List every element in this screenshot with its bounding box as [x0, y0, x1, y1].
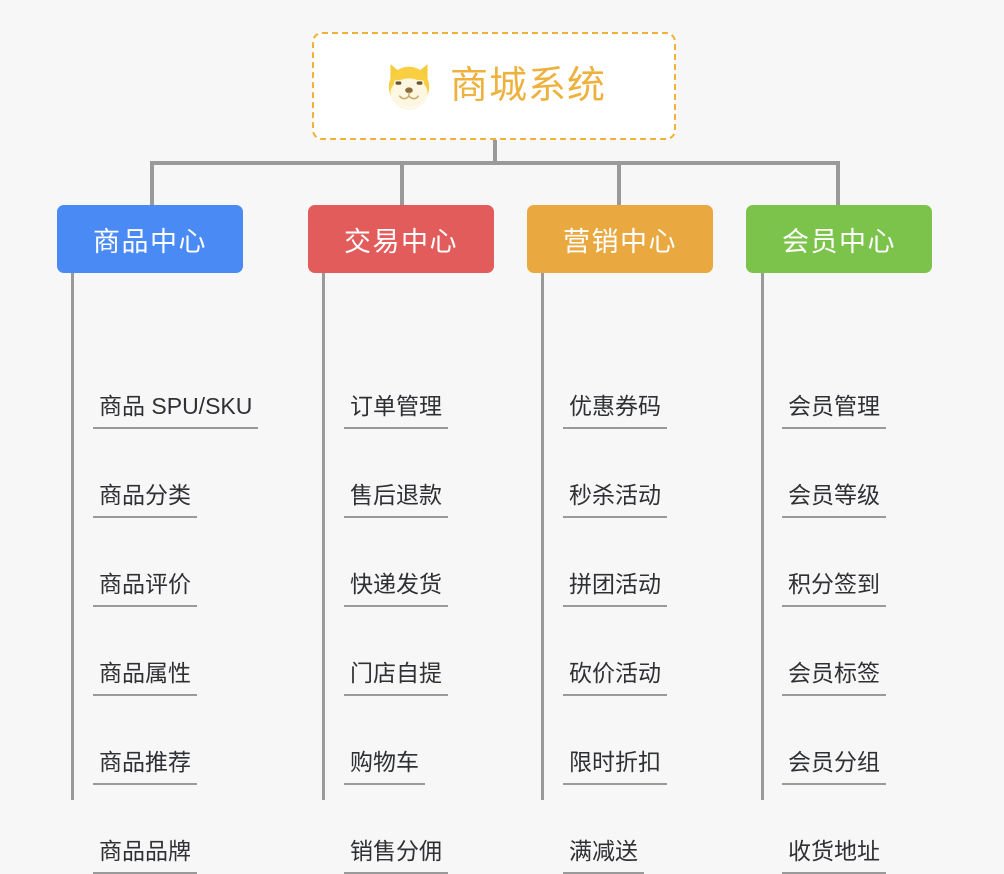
category-column-trade-center: 交易中心订单管理售后退款快递发货门店自提购物车销售分佣: [308, 205, 494, 874]
leaf-item-label: 会员等级: [782, 478, 886, 518]
horizontal-bus-connector: [150, 161, 840, 165]
leaf-spine-connector-1: [71, 273, 74, 800]
leaf-item[interactable]: 商品分类: [93, 472, 197, 518]
leaf-item-label: 满减送: [563, 834, 644, 874]
leaf-item-label: 购物车: [344, 745, 425, 785]
root-node[interactable]: 商城系统: [312, 32, 676, 140]
leaf-item[interactable]: 订单管理: [344, 383, 448, 429]
leaf-item-label: 商品品牌: [93, 834, 197, 874]
leaf-item-label: 订单管理: [344, 389, 448, 429]
leaf-item-label: 收货地址: [782, 834, 886, 874]
leaf-item[interactable]: 购物车: [344, 739, 425, 785]
leaf-spine-connector-2: [322, 273, 325, 800]
leaf-item[interactable]: 收货地址: [782, 828, 886, 874]
category-header-member-center[interactable]: 会员中心: [746, 205, 932, 273]
root-stem-connector: [493, 140, 497, 164]
category-drop-connector-2: [400, 161, 404, 207]
mall-system-architecture-diagram: 商城系统 商品中心商品 SPU/SKU 商品分类商品评价商品属性商品推荐商品品牌 交…: [57, 32, 932, 874]
leaf-item-label: 商品评价: [93, 567, 197, 607]
leaf-item[interactable]: 积分签到: [782, 561, 886, 607]
leaf-item[interactable]: 会员等级: [782, 472, 886, 518]
leaf-item-label: 商品分类: [93, 478, 197, 518]
leaf-item[interactable]: 秒杀活动: [563, 472, 667, 518]
leaf-item[interactable]: 商品推荐: [93, 739, 197, 785]
leaf-item[interactable]: 砍价活动: [563, 650, 667, 696]
leaf-item[interactable]: 会员分组: [782, 739, 886, 785]
leaf-item[interactable]: 快递发货: [344, 561, 448, 607]
category-drop-connector-1: [150, 161, 154, 207]
leaf-item[interactable]: 优惠券码: [563, 383, 667, 429]
leaf-item[interactable]: 商品品牌: [93, 828, 197, 874]
leaf-item[interactable]: 销售分佣: [344, 828, 448, 874]
leaf-item[interactable]: 会员管理: [782, 383, 886, 429]
leaf-item-label: 优惠券码: [563, 389, 667, 429]
category-header-trade-center[interactable]: 交易中心: [308, 205, 494, 273]
leaf-item[interactable]: 满减送: [563, 828, 644, 874]
leaf-item-label: 商品 SPU/SKU: [93, 389, 259, 429]
leaf-item-label: 会员标签: [782, 656, 886, 696]
leaf-spine-connector-4: [761, 273, 764, 800]
leaf-item[interactable]: 商品评价: [93, 561, 197, 607]
category-drop-connector-3: [617, 161, 621, 207]
leaf-item[interactable]: 售后退款: [344, 472, 448, 518]
leaf-item-label: 商品属性: [93, 656, 197, 696]
leaf-item[interactable]: 商品 SPU/SKU: [93, 383, 259, 429]
category-header-product-center[interactable]: 商品中心: [57, 205, 243, 273]
leaf-item-label: 限时折扣: [563, 745, 667, 785]
category-column-marketing-center: 营销中心优惠券码秒杀活动拼团活动砍价活动限时折扣满减送: [527, 205, 713, 874]
leaf-item-label: 销售分佣: [344, 834, 448, 874]
leaf-item-label: 拼团活动: [563, 567, 667, 607]
leaf-spine-connector-3: [541, 273, 544, 800]
category-column-product-center: 商品中心商品 SPU/SKU 商品分类商品评价商品属性商品推荐商品品牌: [57, 205, 259, 874]
leaf-item[interactable]: 商品属性: [93, 650, 197, 696]
leaf-item-label: 会员管理: [782, 389, 886, 429]
leaf-item-label: 售后退款: [344, 478, 448, 518]
leaf-item-label: 会员分组: [782, 745, 886, 785]
category-column-member-center: 会员中心会员管理会员等级积分签到会员标签会员分组收货地址: [746, 205, 932, 874]
leaf-item-label: 门店自提: [344, 656, 448, 696]
leaf-item-label: 商品推荐: [93, 745, 197, 785]
category-header-marketing-center[interactable]: 营销中心: [527, 205, 713, 273]
category-drop-connector-4: [836, 161, 840, 207]
leaf-item-label: 砍价活动: [563, 656, 667, 696]
leaf-item[interactable]: 拼团活动: [563, 561, 667, 607]
leaf-item-label: 积分签到: [782, 567, 886, 607]
leaf-item-label: 快递发货: [344, 567, 448, 607]
leaf-item[interactable]: 限时折扣: [563, 739, 667, 785]
shiba-dog-face-icon: [388, 64, 430, 110]
root-title: 商城系统: [449, 65, 606, 107]
leaf-item[interactable]: 会员标签: [782, 650, 886, 696]
leaf-item-label: 秒杀活动: [563, 478, 667, 518]
leaf-item[interactable]: 门店自提: [344, 650, 448, 696]
